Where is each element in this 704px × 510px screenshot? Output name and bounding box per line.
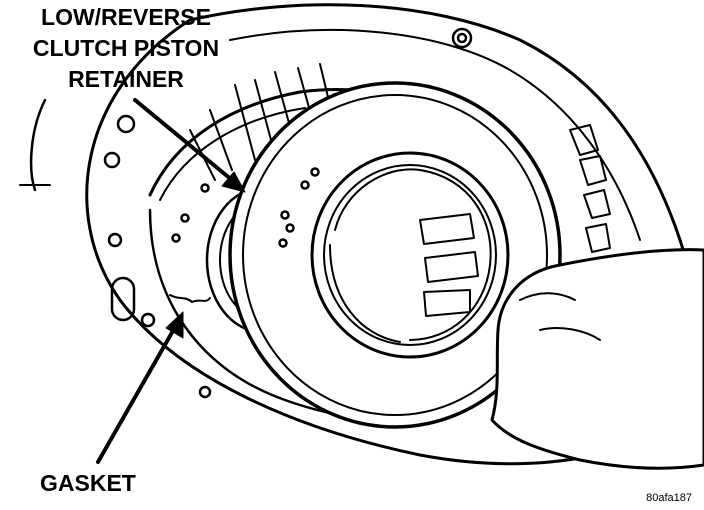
- retainer-callout-arrow: [133, 98, 246, 193]
- retainer-label-line3: RETAINER: [68, 66, 184, 92]
- bolt-hole: [198, 385, 212, 399]
- gasket-callout-arrow: [96, 311, 184, 464]
- slot: [110, 276, 136, 322]
- bolt-hole: [107, 232, 123, 248]
- retainer-label-line2: CLUTCH PISTON: [32, 35, 220, 61]
- hand-illustration: [490, 248, 704, 470]
- figure-code: 80afa187: [646, 492, 692, 504]
- bolt-hole: [140, 312, 156, 328]
- retainer-label: LOW/REVERSE CLUTCH PISTON RETAINER: [10, 2, 242, 95]
- bolt-hole: [103, 151, 121, 169]
- bolt-hole: [116, 114, 136, 134]
- retainer-label-line1: LOW/REVERSE: [41, 4, 211, 30]
- piston-retainer-disc: [228, 81, 562, 429]
- gasket-label: GASKET: [40, 470, 136, 496]
- bolt-hole: [451, 27, 473, 49]
